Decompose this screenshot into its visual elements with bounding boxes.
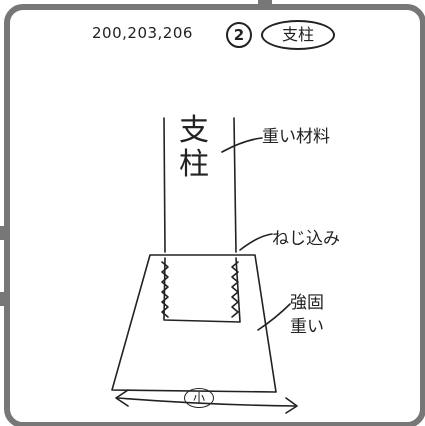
post-right-edge <box>233 117 237 253</box>
page-frame <box>4 4 425 426</box>
leader-strong-heavy <box>257 303 291 331</box>
leader-heavy-material <box>221 137 263 153</box>
base-block-outline <box>111 254 277 393</box>
callout-heavy-material: 重い材料 <box>262 127 330 147</box>
width-arrow-head-right <box>285 397 298 414</box>
screw-thread-left <box>161 261 169 318</box>
frame-tab-left-lower <box>0 292 9 306</box>
post-label: 支柱 <box>179 113 209 182</box>
post-left-edge <box>163 117 166 253</box>
base-socket-outline <box>163 257 241 323</box>
callout-strong-heavy: 強固 重い <box>290 293 324 337</box>
screw-thread-right <box>231 261 239 318</box>
item-title-badge: 支柱 <box>261 20 335 50</box>
width-marker: 小 <box>184 388 214 408</box>
callout-screw-in: ねじ込み <box>272 229 340 249</box>
item-number-badge: 2 <box>226 22 252 48</box>
frame-tab-left-upper <box>0 226 9 240</box>
leader-screw-in <box>239 233 273 251</box>
reference-numbers: 200,203,206 <box>92 24 193 42</box>
width-arrow-head-left <box>115 389 129 407</box>
frame-tab-top <box>258 0 272 9</box>
